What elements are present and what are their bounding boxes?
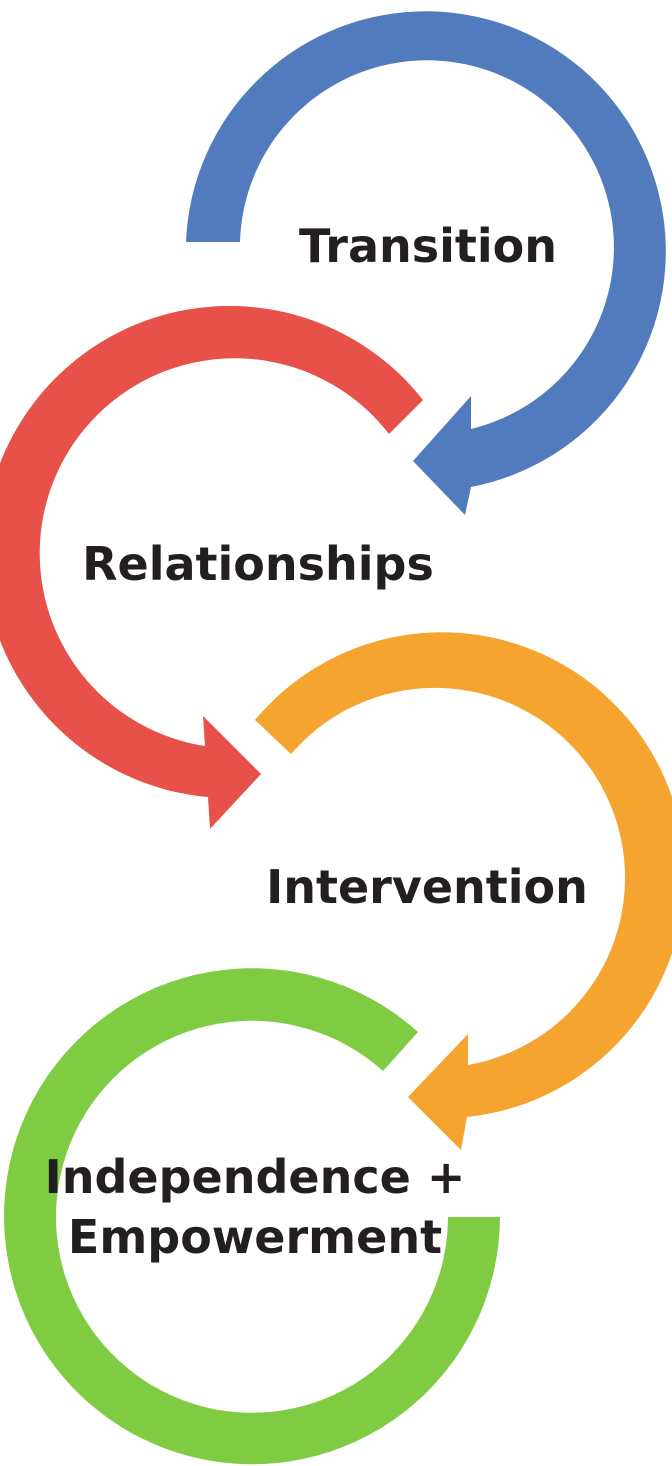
intervention-label: Intervention bbox=[266, 860, 588, 914]
stage-relationships: Relationships bbox=[0, 305, 434, 829]
relationships-arrow bbox=[0, 305, 423, 829]
empowerment-label: Empowerment bbox=[68, 1210, 442, 1264]
stage-intervention: Intervention bbox=[255, 632, 672, 1150]
stage-transition: Transition bbox=[186, 11, 666, 515]
transition-label: Transition bbox=[299, 219, 557, 273]
independence-label: Independence + bbox=[45, 1150, 466, 1204]
intervention-arrow bbox=[255, 632, 672, 1150]
stage-independence-empowerment: Independence + Empowerment bbox=[4, 968, 501, 1465]
relationships-label: Relationships bbox=[82, 537, 434, 591]
